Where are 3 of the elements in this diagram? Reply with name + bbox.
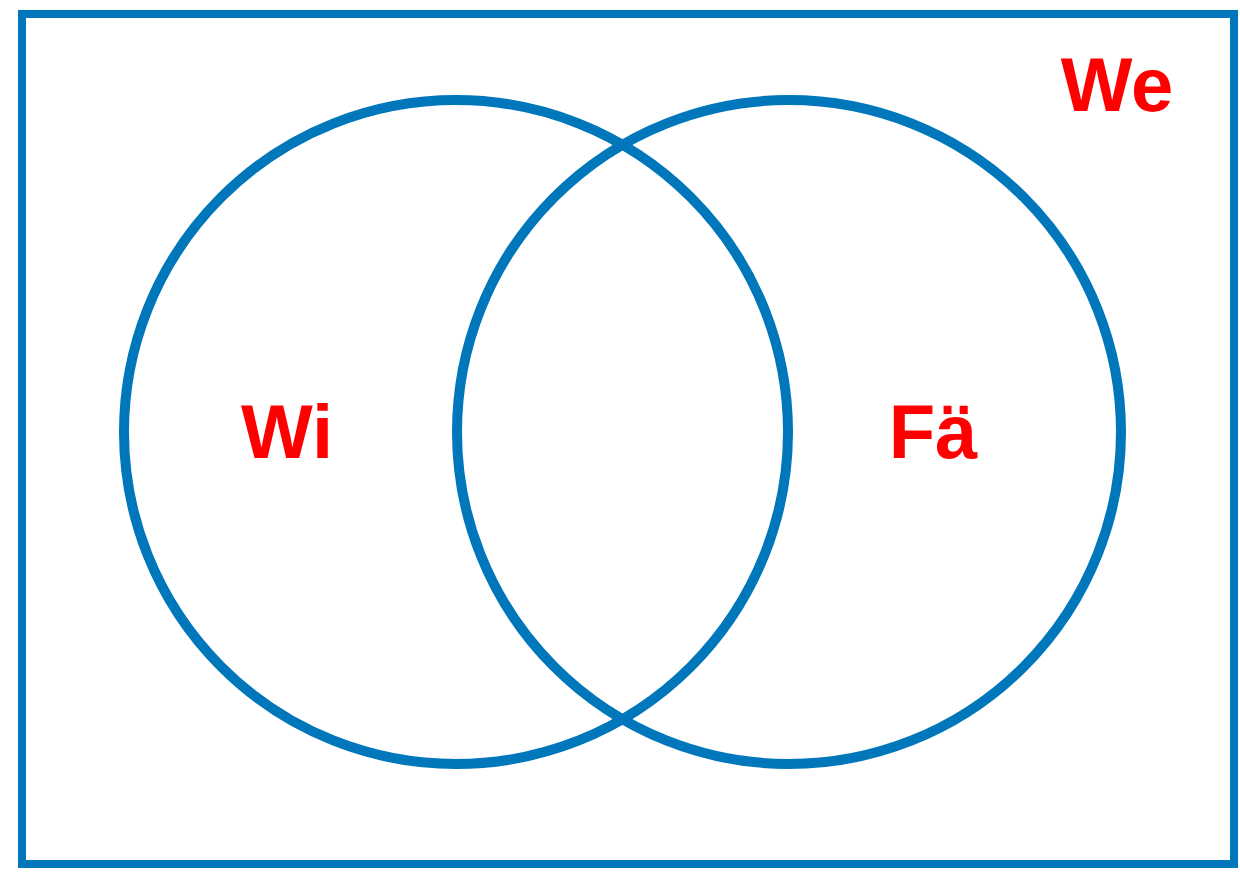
set-label: We bbox=[1060, 47, 1174, 123]
set-label: Fä bbox=[888, 394, 978, 470]
set-label: Wi bbox=[240, 394, 334, 470]
